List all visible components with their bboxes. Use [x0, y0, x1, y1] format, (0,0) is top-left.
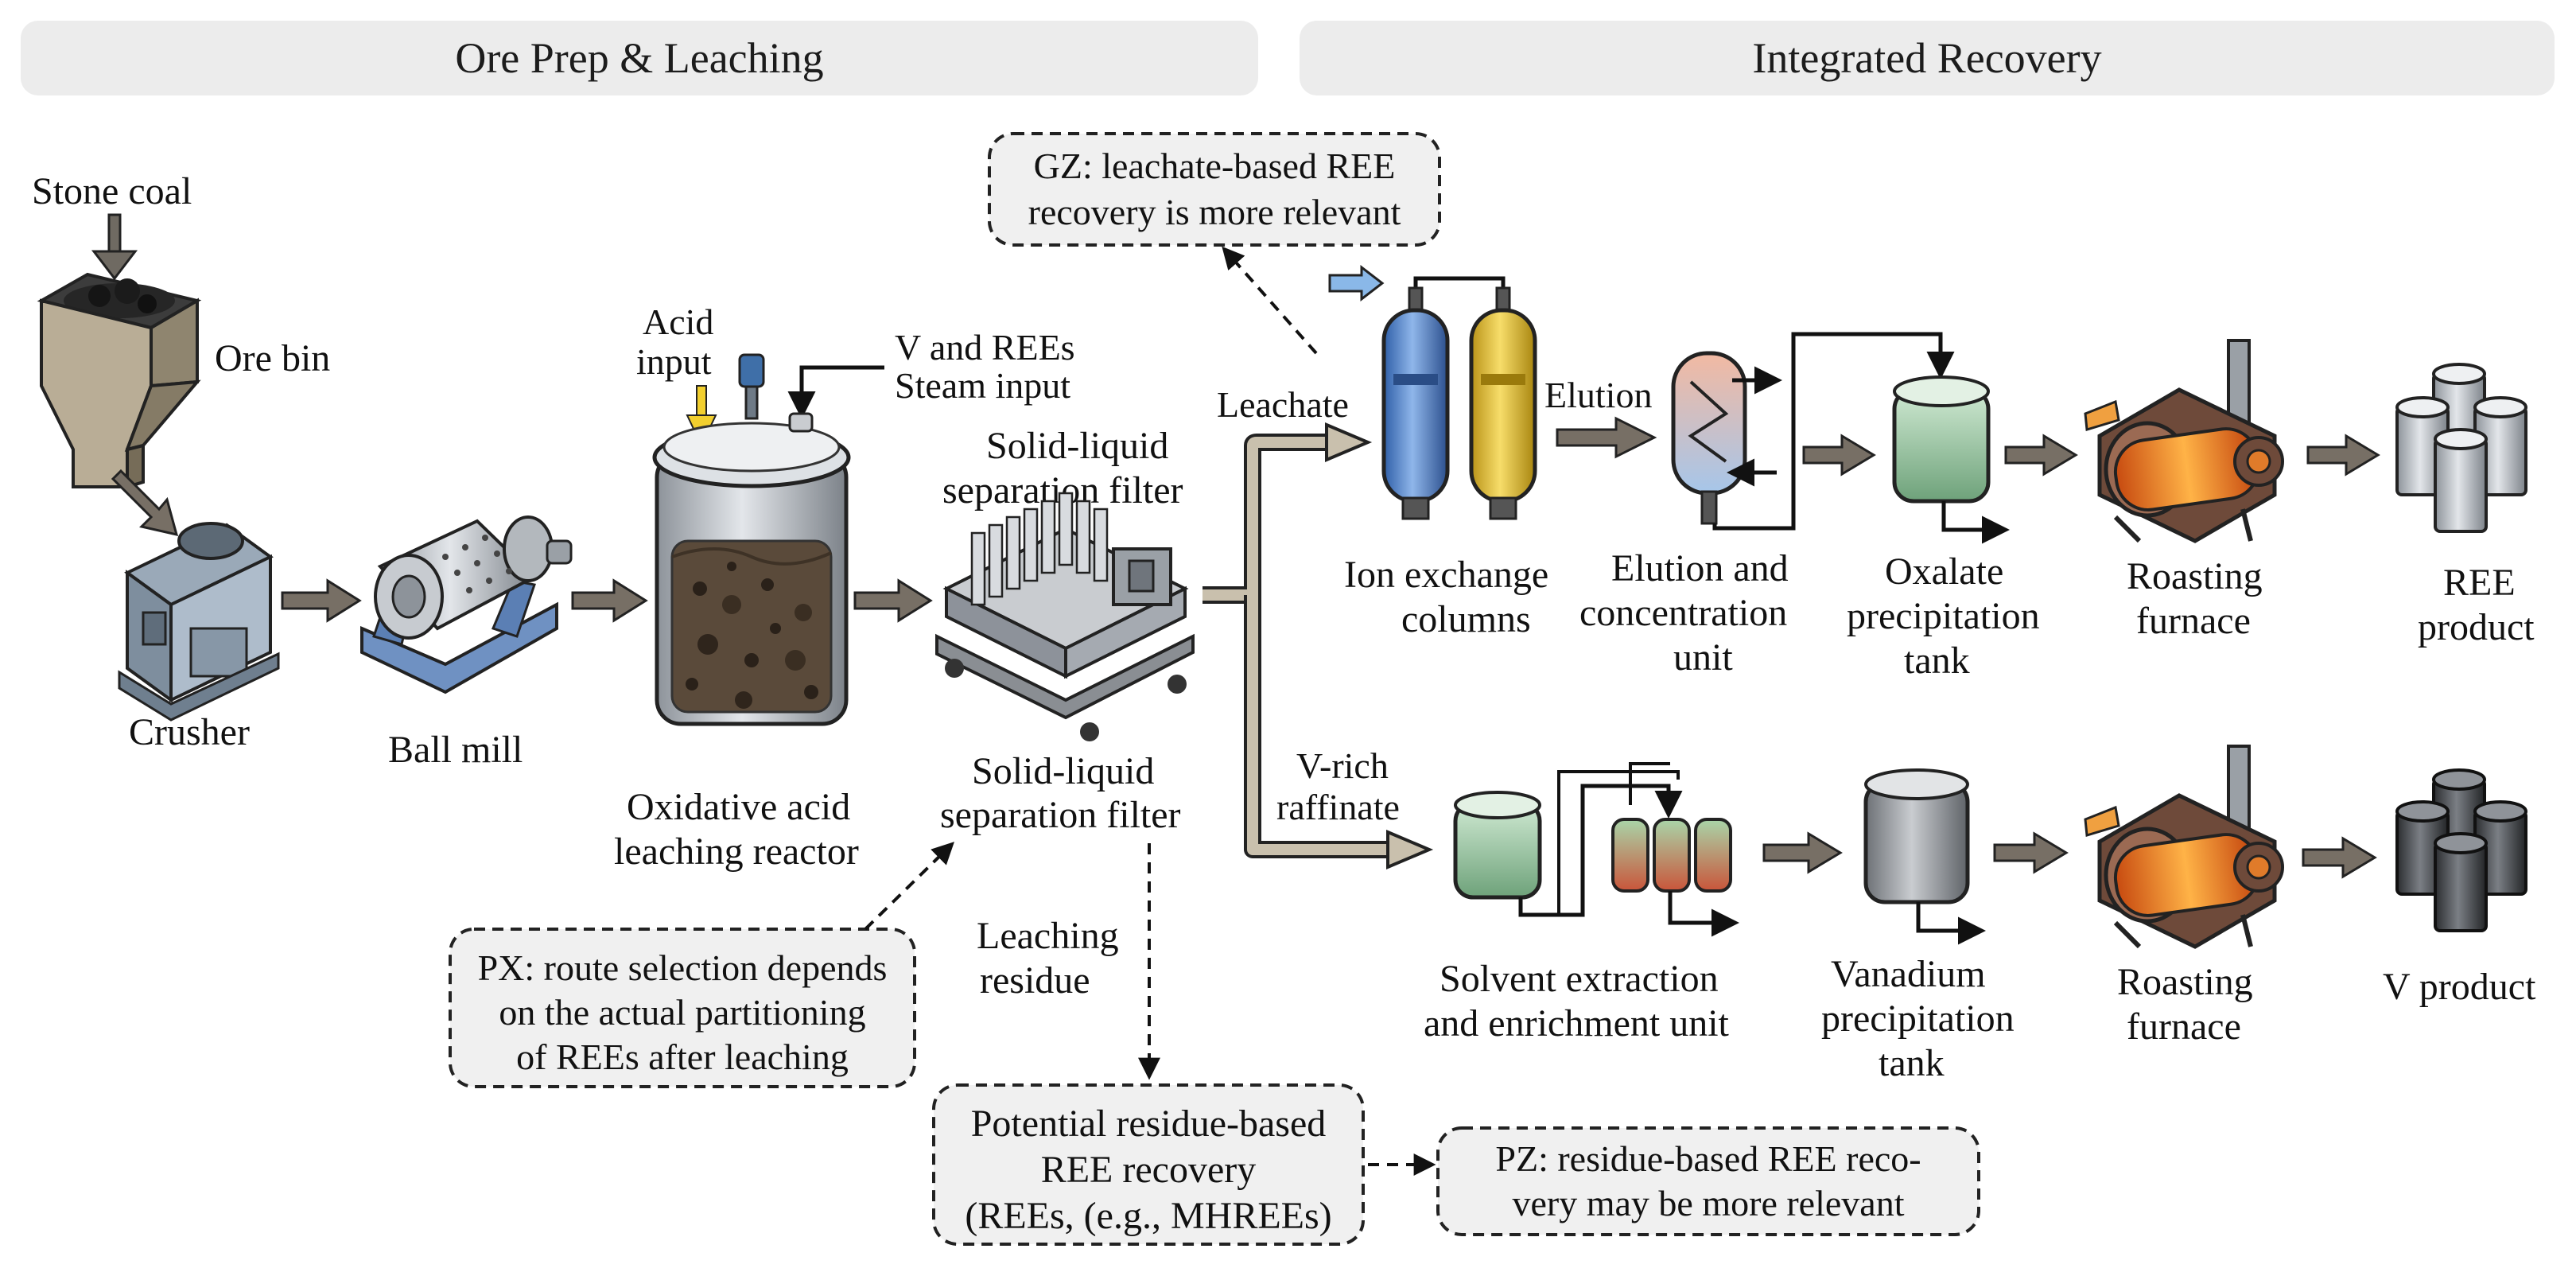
elution-unit-label-2: concentration [1579, 592, 1787, 634]
ore-bin-icon [37, 272, 202, 489]
solvent-extraction-unit-icon [1453, 791, 1732, 900]
ball-mill-label: Ball mill [388, 729, 523, 771]
v-product-label: V product [2383, 966, 2536, 1008]
gz-note-line-1: GZ: leachate-based REE [1034, 146, 1396, 186]
residue-recovery-line-2: REE recovery [1041, 1149, 1257, 1191]
residue-recovery-line-3: (REEs, (e.g., MHREEs) [965, 1195, 1331, 1237]
arrow-crusher-to-ballmill [281, 578, 362, 623]
ion-exchange-label-2: columns [1401, 598, 1531, 640]
steam-input-label-1: V and REEs [895, 327, 1075, 368]
elution-unit-icon [1671, 351, 1747, 525]
oxalate-outlet-arrow [1941, 501, 2010, 544]
filter-press-icon [935, 492, 1195, 741]
elution-unit-label-3: unit [1673, 636, 1733, 679]
crusher-label: Crusher [129, 711, 250, 753]
px-note-line-2: on the actual partitioning [499, 992, 865, 1033]
ball-mill-icon [360, 515, 573, 694]
vanadium-tank-icon [1863, 768, 1970, 904]
column-feed-arrow-icon [1328, 264, 1385, 302]
solvent-outlet-arrow [1668, 891, 1739, 937]
elution-unit-label-1: Elution and [1611, 547, 1789, 589]
residue-recovery-line-1: Potential residue-based [971, 1103, 1327, 1145]
elution-to-oxalate-line [1712, 332, 1955, 531]
solvent-loop-line-3 [1629, 762, 1670, 805]
px-note-line-1: PX: route selection depends [478, 947, 888, 988]
vanadium-label-1: Vanadium [1831, 953, 1986, 995]
gz-note-box [988, 132, 1441, 247]
px-note-line-3: of REEs after leaching [516, 1037, 849, 1077]
oxalate-label-3: tank [1904, 640, 1970, 682]
ion-exchange-label-1: Ion exchange [1344, 554, 1548, 596]
raffinate-label-1: V-rich [1296, 745, 1389, 786]
steam-input-label-2: Steam input [895, 365, 1070, 406]
ree-product-label-2: product [2418, 606, 2535, 648]
filter-top-label-1: Solid-liquid [986, 425, 1168, 467]
vanadium-outlet-arrow [1916, 902, 1986, 945]
arrow-oxalate-to-furnace [2004, 434, 2078, 477]
oxalate-label-2: precipitation [1847, 595, 2040, 637]
ion-exchange-columns-icon [1381, 286, 1537, 520]
split-pipe [1203, 422, 1434, 870]
filter-bottom-label-1: Solid-liquid [972, 750, 1154, 792]
solvent-loop-line-2 [1557, 770, 1680, 915]
acid-input-label-2: input [636, 341, 712, 382]
leachate-label: Leachate [1217, 384, 1349, 425]
v-furnace-label-2: furnace [2127, 1006, 2241, 1048]
arrow-elution-to-oxalate [1802, 434, 1876, 477]
arrow-columns-to-elution [1556, 416, 1657, 459]
arrow-furnace-to-v-product [2302, 836, 2377, 879]
filter-bottom-label-2: separation filter [940, 794, 1181, 836]
ree-furnace-label-2: furnace [2136, 600, 2251, 642]
ree-product-label-1: REE [2443, 562, 2516, 604]
acid-input-label-1: Acid [643, 301, 713, 342]
vanadium-label-2: precipitation [1821, 998, 2015, 1040]
arrow-bin-to-crusher [111, 469, 179, 537]
elution-label: Elution [1544, 375, 1652, 415]
v-furnace-label-1: Roasting [2117, 961, 2253, 1003]
px-note-arrow [864, 842, 954, 931]
ree-furnace-label-1: Roasting [2127, 555, 2263, 597]
leaching-residue-label-2: residue [980, 959, 1090, 1002]
reactor-label-1: Oxidative acid [627, 786, 850, 828]
pz-note-line-1: PZ: residue-based REE reco- [1495, 1138, 1921, 1179]
raffinate-label-2: raffinate [1276, 787, 1400, 827]
arrow-reactor-to-filter [853, 578, 933, 623]
leaching-reactor-icon [652, 353, 851, 726]
arrow-solvent-to-vanadium [1762, 831, 1843, 874]
gz-note-arrow [1222, 246, 1318, 355]
ree-roasting-furnace-icon [2084, 339, 2284, 543]
px-note-box [449, 928, 916, 1088]
ree-product-icon [2395, 363, 2527, 533]
stone-coal-label: Stone coal [32, 170, 192, 212]
solvent-label-2: and enrichment unit [1424, 1002, 1730, 1044]
column-connector [1413, 276, 1506, 296]
v-product-icon [2395, 768, 2527, 932]
residue-recovery-box [932, 1083, 1365, 1246]
leaching-residue-label-1: Leaching [977, 915, 1119, 957]
oxalate-tank-icon [1892, 375, 1991, 504]
solvent-loop-line-1 [1518, 784, 1683, 917]
gz-note-line-2: recovery is more relevant [1028, 192, 1401, 232]
steam-input-arrow [787, 365, 884, 419]
ore-bin-label: Ore bin [215, 337, 330, 379]
section-header-integrated-recovery: Integrated Recovery [1300, 21, 2555, 95]
v-roasting-furnace-icon [2084, 745, 2284, 949]
pz-note-box [1436, 1126, 1980, 1236]
reactor-label-2: leaching reactor [614, 830, 859, 873]
arrow-vanadium-to-furnace [1993, 831, 2069, 874]
arrow-ballmill-to-reactor [571, 578, 648, 623]
pz-note-line-2: very may be more relevant [1513, 1183, 1905, 1223]
vanadium-label-3: tank [1879, 1042, 1945, 1084]
stone-coal-arrow [91, 213, 138, 281]
oxalate-label-1: Oxalate [1885, 550, 2003, 593]
arrow-furnace-to-ree-product [2306, 434, 2380, 477]
solvent-label-1: Solvent extraction [1440, 958, 1719, 1000]
section-header-ore-prep: Ore Prep & Leaching [21, 21, 1258, 95]
crusher-icon [118, 522, 280, 722]
